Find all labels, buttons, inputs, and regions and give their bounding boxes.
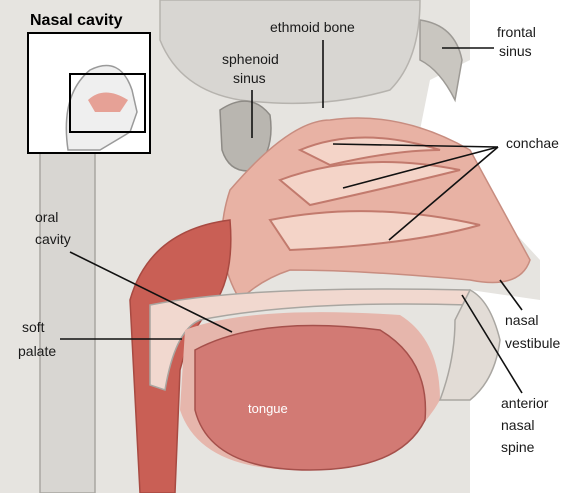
label-tongue: tongue bbox=[248, 401, 288, 416]
label-sphenoid-sinus-line1: sphenoid bbox=[222, 51, 279, 67]
label-nasal-vestibule-line2: vestibule bbox=[505, 335, 560, 351]
label-oral-cavity-line2: cavity bbox=[35, 231, 71, 247]
label-frontal-sinus-line2: sinus bbox=[499, 43, 532, 59]
label-sphenoid-sinus-line2: sinus bbox=[233, 70, 266, 86]
label-oral-cavity-line1: oral bbox=[35, 209, 58, 225]
label-anterior-nasal-spine-line2: nasal bbox=[501, 417, 534, 433]
tongue-shape bbox=[195, 326, 425, 471]
inset-title: Nasal cavity bbox=[30, 12, 123, 29]
label-ethmoid-bone: ethmoid bone bbox=[270, 19, 355, 35]
label-anterior-nasal-spine-line1: anterior bbox=[501, 395, 549, 411]
label-frontal-sinus-line1: frontal bbox=[497, 24, 536, 40]
label-conchae: conchae bbox=[506, 135, 559, 151]
label-nasal-vestibule-line1: nasal bbox=[505, 312, 538, 328]
label-soft-palate-line1: soft bbox=[22, 319, 45, 335]
inset-panel: Nasal cavity bbox=[28, 12, 150, 153]
cervical-spine bbox=[40, 120, 95, 493]
label-anterior-nasal-spine-line3: spine bbox=[501, 439, 535, 455]
label-soft-palate-line2: palate bbox=[18, 343, 56, 359]
